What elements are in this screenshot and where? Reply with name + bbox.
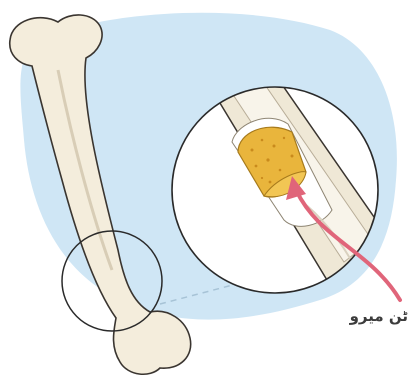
marrow-label: ٹن میرو <box>350 307 408 325</box>
